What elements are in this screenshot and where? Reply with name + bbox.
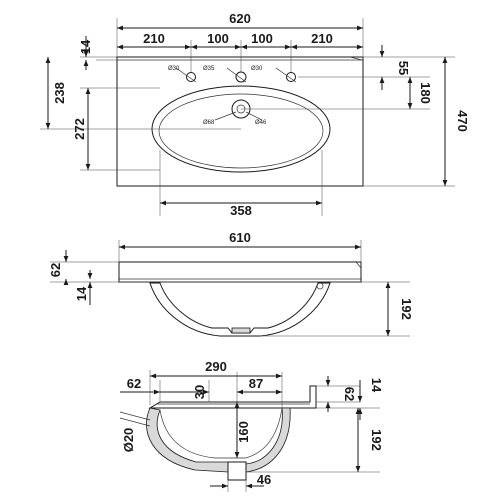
dim-side-left-offset: 62 xyxy=(127,376,141,391)
dim-center-right-spacing: 100 xyxy=(251,31,273,46)
dim-front-bowl-height: 192 xyxy=(399,298,414,320)
dim-side-width: 290 xyxy=(205,359,227,374)
dim-side-right-offset: 87 xyxy=(249,376,263,391)
dim-side-waste-width: 46 xyxy=(257,472,271,487)
dim-left-spacing: 210 xyxy=(143,31,165,46)
dim-bowl-center-from-back: 238 xyxy=(52,82,67,104)
dim-side-overflow: Ø20 xyxy=(121,428,136,453)
dim-center-left-spacing: 100 xyxy=(207,31,229,46)
dim-side-top-height: 62 xyxy=(342,387,357,401)
dim-side-bowl-height: 192 xyxy=(369,429,384,451)
side-view-waste xyxy=(227,461,247,481)
dim-front-top-height: 62 xyxy=(48,263,63,277)
top-view: Ø30 Ø35 Ø30 Ø68 Ø46 620 210 100 100 xyxy=(40,11,470,218)
side-view: 290 62 30 87 160 62 14 192 Ø20 46 xyxy=(119,359,384,492)
dim-top-edge-offset: 14 xyxy=(78,39,93,54)
bowl-inner-label: Ø68 xyxy=(203,120,215,126)
top-view-outline xyxy=(116,56,364,187)
dim-side-lip-height: 14 xyxy=(369,378,384,393)
front-view: 610 62 14 192 xyxy=(48,230,414,337)
tap-hole-center-label: Ø35 xyxy=(203,66,215,72)
dim-front-lip-height: 14 xyxy=(74,286,89,301)
tap-hole-left-label: Ø30 xyxy=(168,66,180,72)
dim-overall-depth: 470 xyxy=(455,110,470,132)
side-view-bowl-wall xyxy=(146,407,229,473)
dim-hole-row-offset: 55 xyxy=(396,61,411,75)
dim-bowl-depth: 272 xyxy=(72,118,87,140)
dim-bowl-center-offset: 180 xyxy=(418,82,433,104)
dim-side-wall-gap: 30 xyxy=(192,385,207,399)
side-view-slab xyxy=(148,385,317,409)
dim-overall-width: 620 xyxy=(229,11,251,26)
dim-side-inner-depth: 160 xyxy=(236,421,251,443)
waste-label: Ø46 xyxy=(255,120,267,126)
dim-right-spacing: 210 xyxy=(311,31,333,46)
tap-hole-left xyxy=(186,72,196,82)
bowl-inner-outline xyxy=(158,93,324,169)
dim-front-width: 610 xyxy=(229,230,251,245)
tap-hole-right xyxy=(286,72,296,82)
dim-bowl-width: 358 xyxy=(230,203,252,218)
tap-hole-right-label: Ø30 xyxy=(251,66,263,72)
